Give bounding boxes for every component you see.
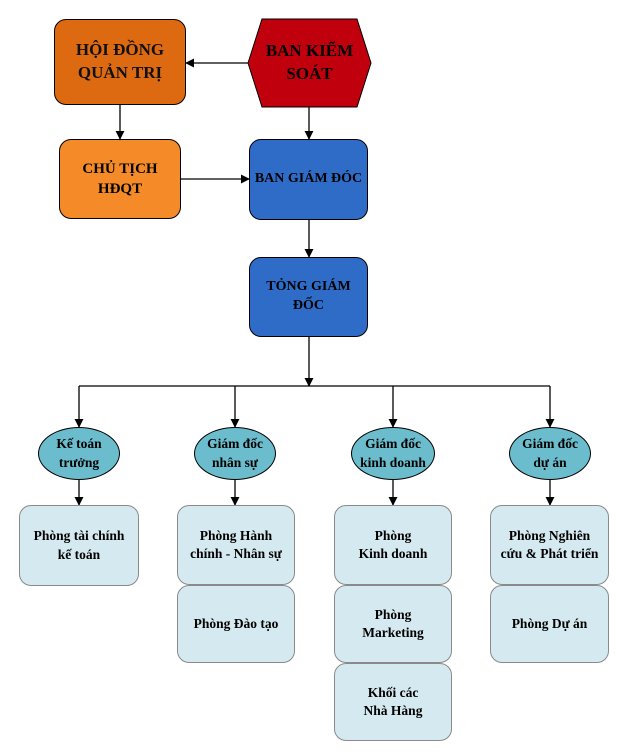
manager-label-2: nhân sự — [211, 454, 258, 470]
directors-node: BAN GIÁM ĐÓC — [249, 139, 368, 220]
dept-label-1: Phòng tài chính — [33, 528, 125, 544]
manager-chief-accountant: Kế toán trưởng — [38, 427, 120, 480]
manager-label-2: dự án — [533, 454, 567, 470]
manager-sales-director: Giám đốc kinh doanh — [351, 427, 435, 480]
dept-label-1: Phòng Hành — [199, 527, 273, 543]
dept-label-2: Kinh doanh — [358, 546, 428, 561]
dept-training: Phòng Đào tạo — [177, 585, 295, 663]
dept-label-1: Phòng — [374, 527, 412, 543]
dept-label-1: Khối các — [367, 684, 419, 700]
dept-sales: Phòng Kinh doanh — [334, 505, 452, 585]
dept-restaurants: Khối các Nhà Hàng — [334, 663, 452, 741]
dept-projects: Phòng Dự án — [490, 585, 609, 663]
dept-accounting: Phòng tài chính kế toán — [19, 505, 139, 586]
dept-label-1: Phòng — [374, 606, 412, 622]
supervisory-label-1: BAN KIỂM — [265, 41, 354, 61]
dept-label: Phòng Dự án — [511, 615, 588, 631]
manager-label-1: Giám đốc — [522, 436, 578, 452]
ceo-label-1: TỎNG GIÁM — [266, 279, 351, 295]
dept-label-2: kế toán — [57, 546, 101, 562]
manager-label-1: Giám đốc — [207, 436, 263, 452]
manager-project-director: Giám đốc dự án — [509, 427, 591, 480]
supervisory-node: BAN KIỂM SOÁT — [262, 19, 357, 107]
chairman-node: CHỦ TỊCH HĐQT — [59, 139, 181, 219]
manager-label-2: trưởng — [58, 454, 100, 470]
manager-hr-director: Giám đốc nhân sự — [194, 427, 276, 480]
chairman-label-2: HĐQT — [97, 181, 143, 197]
dept-hr-admin: Phòng Hành chính - Nhân sự — [177, 505, 295, 585]
board-label-2: QUẢN TRỊ — [77, 63, 163, 82]
supervisory-label-2: SOÁT — [286, 64, 333, 83]
board-label-1: HỘI ĐỒNG — [75, 40, 165, 60]
ceo-label-2: ĐỐC — [292, 298, 325, 313]
dept-label-2: cứu & Phát triển — [500, 546, 599, 561]
dept-label-2: Marketing — [362, 625, 424, 640]
dept-label: Phòng Đào tạo — [193, 615, 279, 631]
board-node: HỘI ĐỒNG QUẢN TRỊ — [54, 19, 186, 105]
dept-label-2: Nhà Hàng — [363, 703, 423, 718]
directors-label: BAN GIÁM ĐÓC — [254, 171, 363, 187]
ceo-node: TỎNG GIÁM ĐỐC — [249, 257, 368, 337]
dept-label-1: Phòng Nghiên — [508, 527, 591, 543]
dept-rnd: Phòng Nghiên cứu & Phát triển — [490, 505, 609, 585]
manager-label-1: Giám đốc — [365, 436, 421, 452]
chairman-label-1: CHỦ TỊCH — [82, 160, 158, 177]
dept-label-2: chính - Nhân sự — [190, 546, 282, 561]
dept-marketing: Phòng Marketing — [334, 585, 452, 663]
manager-label-1: Kế toán — [56, 436, 102, 452]
manager-label-2: kinh doanh — [360, 454, 426, 470]
